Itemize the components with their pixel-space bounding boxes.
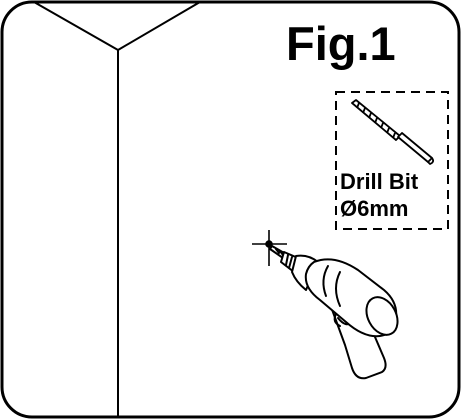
drill-bit-name: Drill Bit: [340, 169, 419, 194]
wall-corner-illustration: [33, 1, 201, 418]
drill-bit-caption: Drill Bit Ø6mm: [340, 168, 450, 222]
drill-bit-inset: [335, 91, 449, 230]
drill-target-mark-icon: [252, 230, 287, 266]
drill-bit-icon: [351, 99, 435, 165]
power-drill-icon: [269, 245, 399, 380]
drill-bit-size: Ø6mm: [340, 196, 409, 221]
figure-title: Fig.1: [286, 17, 396, 70]
